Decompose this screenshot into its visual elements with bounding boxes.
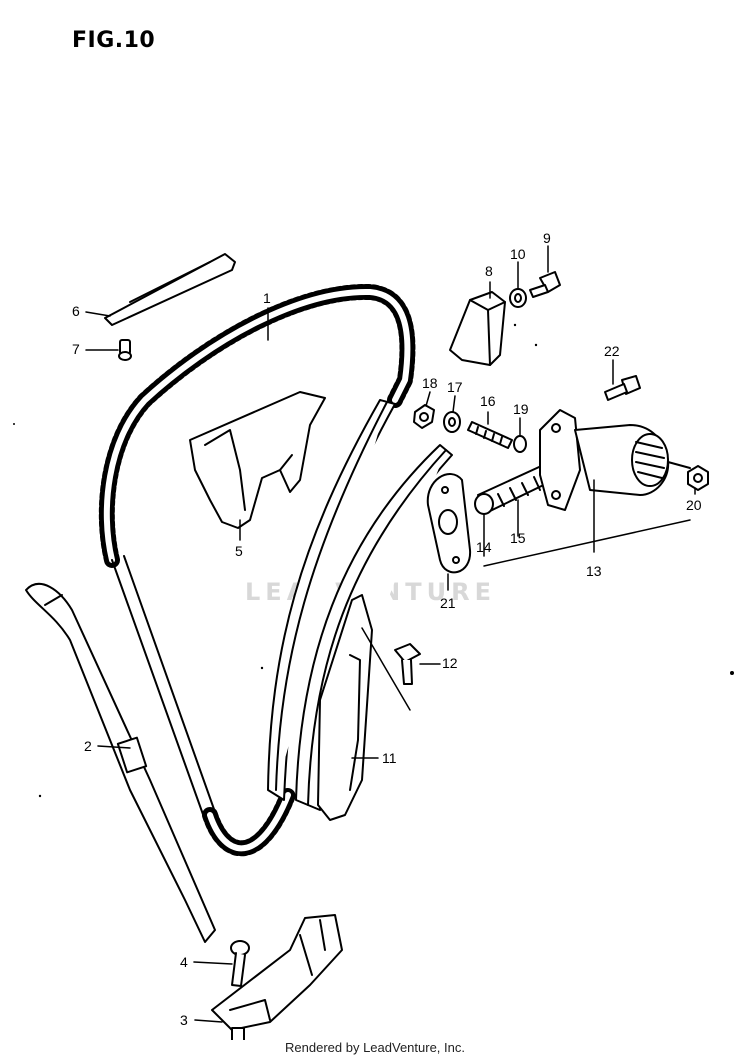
callout-22: 22 [604, 343, 620, 359]
leader-lines [85, 245, 696, 1023]
tensioner-block[interactable] [449, 291, 506, 366]
stud-16[interactable] [467, 421, 513, 449]
callout-7: 7 [72, 341, 80, 357]
tensioner-guide[interactable] [317, 594, 373, 821]
print-specks [13, 323, 734, 798]
callout-18: 18 [422, 375, 438, 391]
callout-15: 15 [510, 530, 526, 546]
washer-10[interactable] [509, 288, 527, 308]
footer-credit: Rendered by LeadVenture, Inc. [285, 1040, 465, 1055]
callout-21: 21 [440, 595, 456, 611]
chain-guide-bar[interactable] [104, 253, 236, 326]
guide-bolt[interactable] [230, 940, 250, 987]
callout-9: 9 [543, 230, 551, 246]
figure-title: FIG.10 [72, 28, 156, 53]
callout-20: 20 [686, 497, 702, 513]
callout-6: 6 [72, 303, 80, 319]
upper-chain-guide[interactable] [189, 391, 326, 529]
callout-3: 3 [180, 1012, 188, 1028]
callout-16: 16 [480, 393, 496, 409]
bolt-9[interactable] [529, 271, 561, 298]
gasket-21[interactable] [426, 473, 472, 574]
o-ring-19[interactable] [513, 435, 527, 453]
callout-11: 11 [382, 750, 397, 766]
nut-18[interactable] [413, 404, 435, 429]
tensioner-bolt[interactable] [394, 643, 421, 685]
nut-20[interactable] [687, 465, 709, 491]
callout-17: 17 [447, 379, 463, 395]
front-chain-guide[interactable] [25, 583, 216, 943]
callout-8: 8 [485, 263, 493, 279]
callout-4: 4 [180, 954, 188, 970]
callout-10: 10 [510, 246, 526, 262]
washer-17[interactable] [443, 411, 461, 433]
chain-guide-holder[interactable] [211, 914, 343, 1040]
callout-13: 13 [586, 563, 602, 579]
callout-12: 12 [442, 655, 458, 671]
callout-labels: 1 2 3 4 5 6 7 8 9 10 11 12 13 14 15 16 1… [72, 230, 702, 1028]
cam-chain[interactable] [98, 283, 416, 857]
callout-1: 1 [263, 290, 271, 306]
callout-19: 19 [513, 401, 529, 417]
tensioner-assembly[interactable] [539, 409, 691, 511]
small-bolt[interactable] [118, 339, 132, 361]
bolt-22[interactable] [604, 375, 641, 401]
callout-14: 14 [476, 539, 492, 555]
callout-5: 5 [235, 543, 243, 559]
callout-2: 2 [84, 738, 92, 754]
